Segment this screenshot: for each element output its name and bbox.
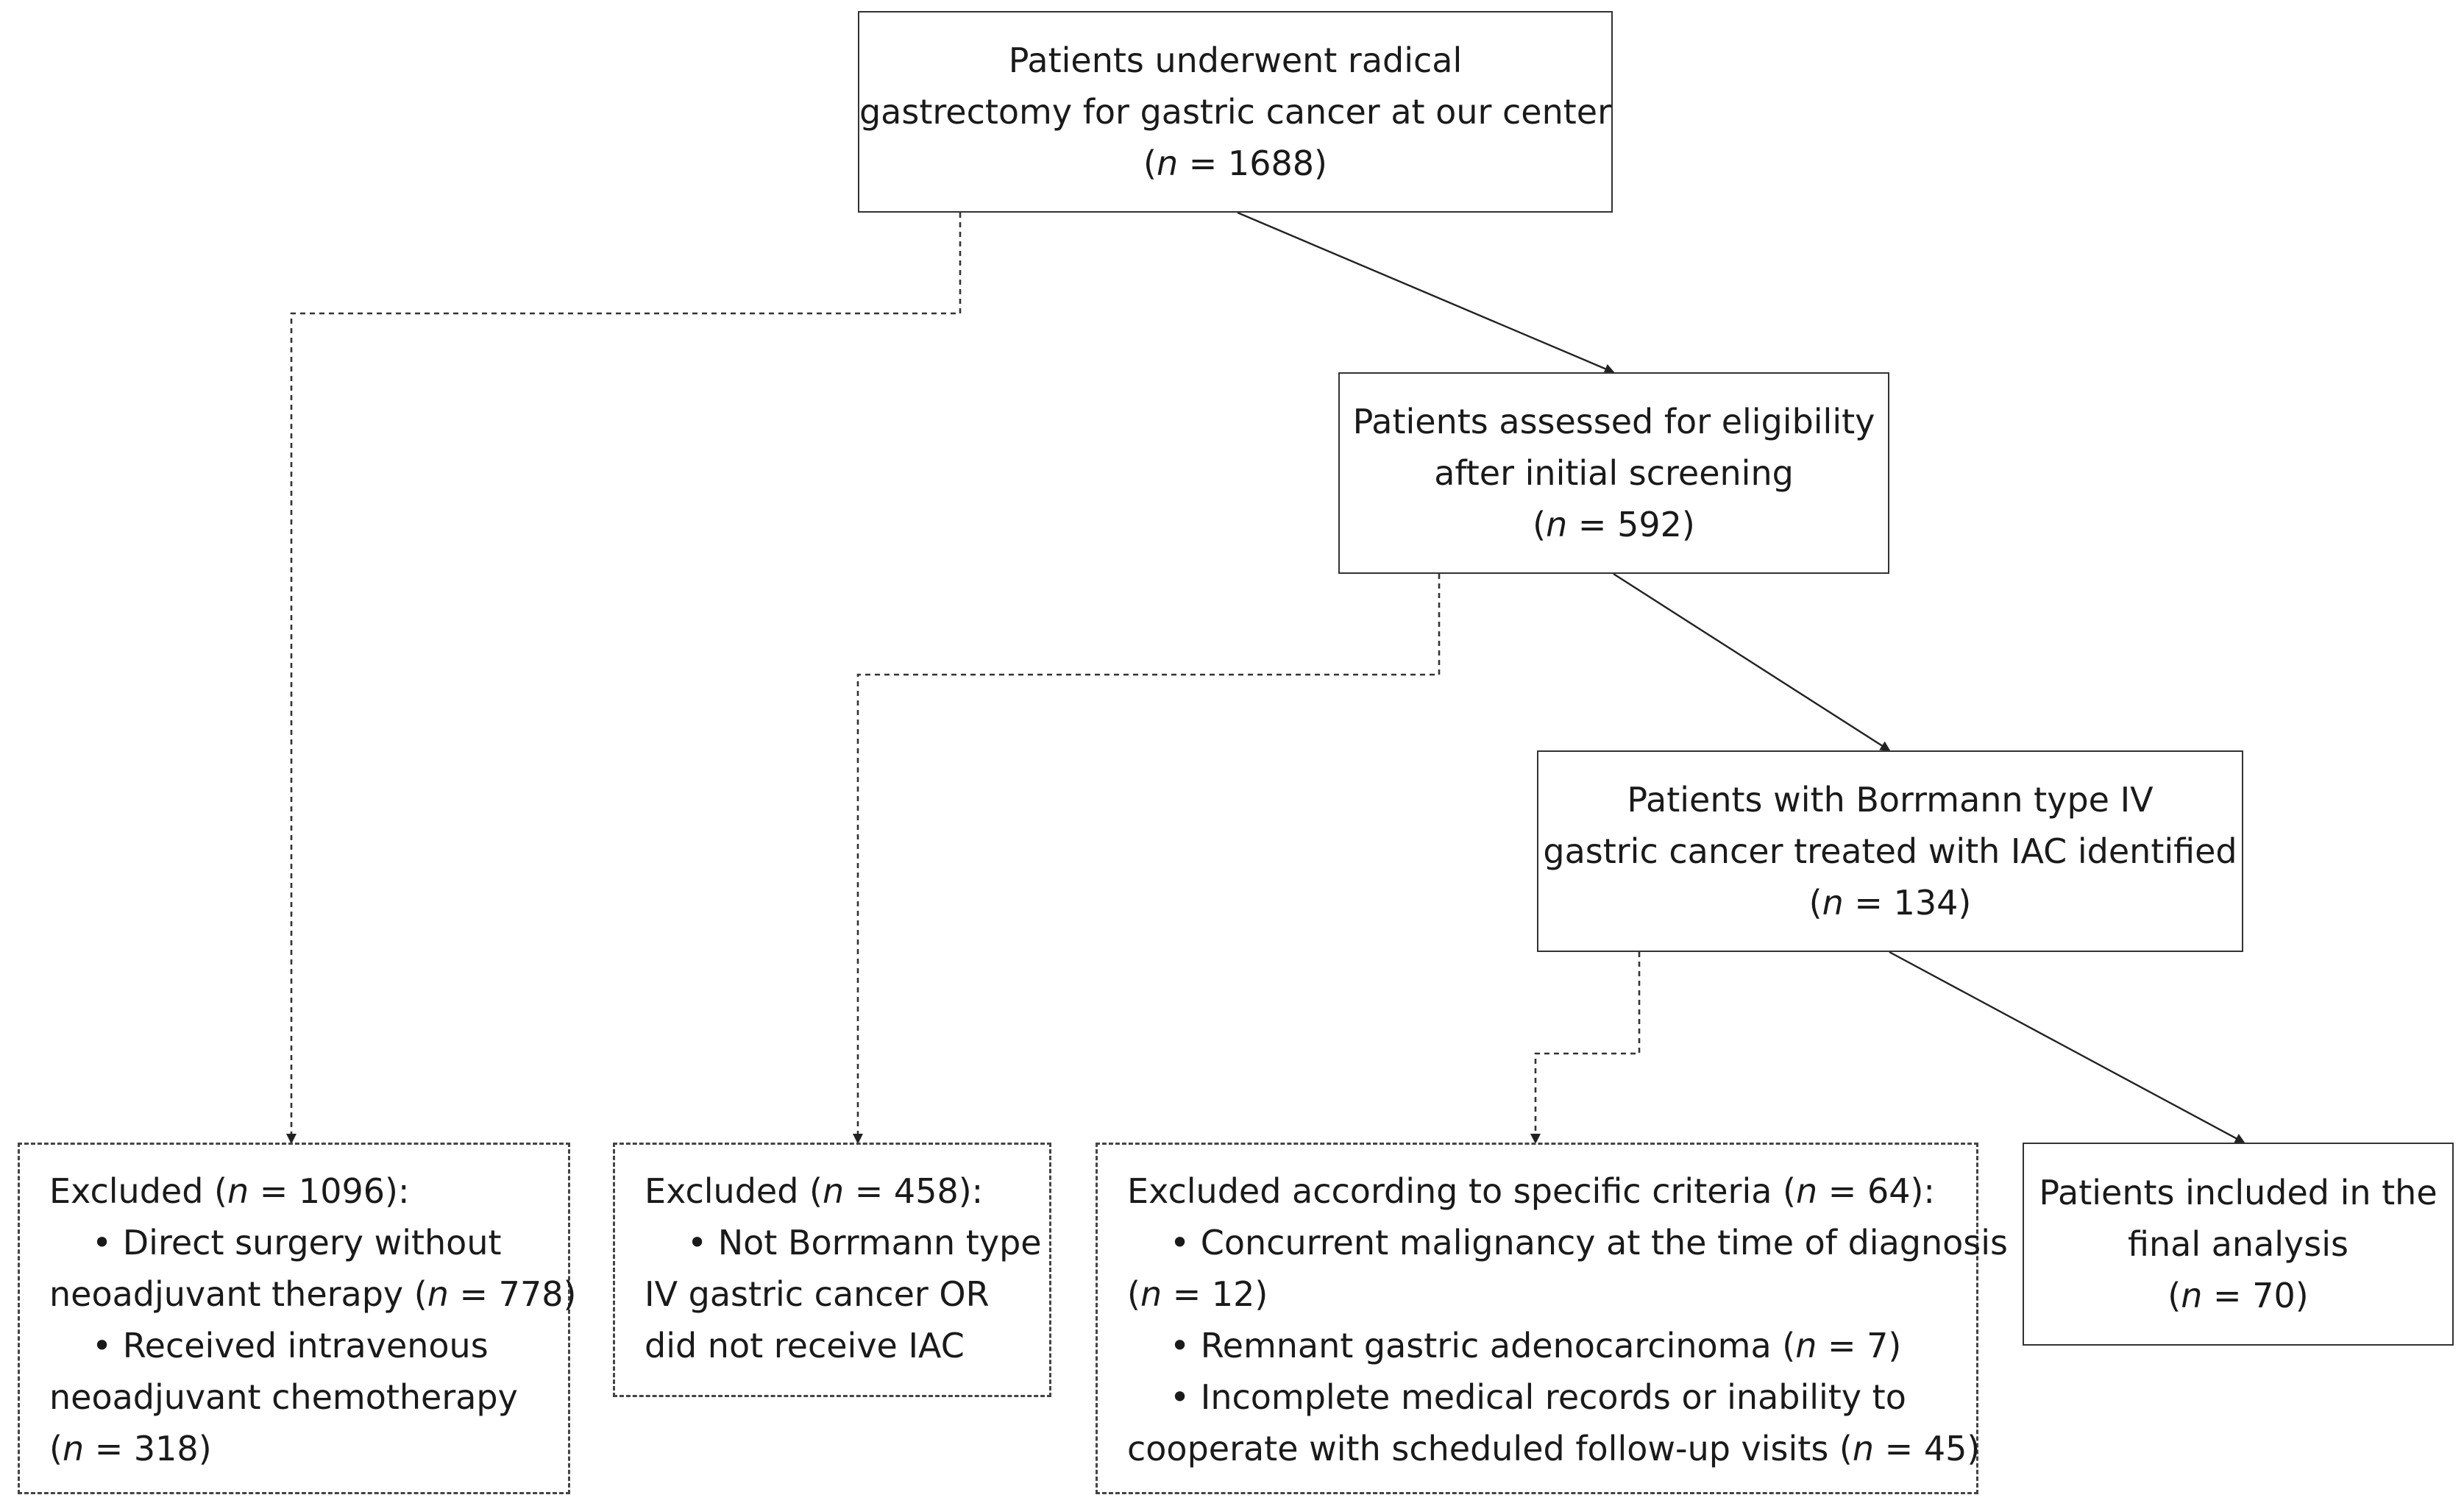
box-excluded-1096: Excluded (n = 1096): • Direct surgery wi…	[18, 1143, 577, 1494]
exclusion-bullet: • Direct surgery without	[92, 1223, 502, 1262]
dotted-arrow-to-excluded-1	[286, 213, 962, 1144]
box-final-analysis: Patients included in the final analysis …	[2023, 1143, 2454, 1346]
box-line: Patients underwent radical	[1008, 40, 1463, 80]
dotted-arrow-to-excluded-2	[853, 574, 1441, 1144]
exclusion-heading: Excluded (n = 1096):	[49, 1171, 410, 1211]
exclusion-bullet: • Concurrent malignancy at the time of d…	[1170, 1223, 2008, 1262]
count-text: (n = 592)	[1533, 505, 1695, 544]
exclusion-bullet-cont: cooperate with scheduled follow-up visit…	[1127, 1429, 1981, 1468]
box-line: final analysis	[2128, 1224, 2348, 1264]
exclusion-bullet: • Remnant gastric adenocarcinoma (n = 7)	[1170, 1326, 1902, 1365]
count-text: (n = 70)	[2167, 1276, 2309, 1315]
exclusion-count: (n = 12)	[1127, 1274, 1268, 1314]
box-line: gastric cancer treated with IAC identifi…	[1543, 831, 2237, 871]
box-patients-underwent-gastrectomy: Patients underwent radical gastrectomy f…	[858, 11, 1613, 213]
box-assessed-for-eligibility: Patients assessed for eligibility after …	[1338, 372, 1889, 574]
exclusion-bullet: • Not Borrmann type	[687, 1223, 1042, 1262]
exclusion-count: (n = 318)	[49, 1429, 212, 1468]
dotted-arrow-to-excluded-3	[1530, 952, 1641, 1144]
arrow-eligibility-to-borrmann	[1613, 572, 1891, 752]
exclusion-bullet-cont: IV gastric cancer OR	[645, 1274, 990, 1314]
box-line: Patients with Borrmann type IV	[1627, 780, 2154, 820]
count-text: (n = 1688)	[1143, 143, 1327, 183]
exclusion-bullet-cont: neoadjuvant chemotherapy	[49, 1377, 518, 1417]
box-excluded-458: Excluded (n = 458): • Not Borrmann type …	[613, 1143, 1051, 1397]
count-text: (n = 134)	[1808, 883, 1972, 923]
box-line: Patients assessed for eligibility	[1352, 402, 1875, 441]
arrow-borrmann-to-final	[1889, 951, 2245, 1144]
exclusion-heading: Excluded (n = 458):	[645, 1171, 984, 1211]
exclusion-bullet-cont: did not receive IAC	[645, 1326, 965, 1365]
box-line: after initial screening	[1434, 453, 1794, 493]
exclusion-heading: Excluded according to specific criteria …	[1127, 1171, 1935, 1211]
box-line: Patients included in the	[2039, 1173, 2438, 1212]
box-excluded-specific-criteria: Excluded according to specific criteria …	[1096, 1143, 2008, 1494]
arrow-start-to-eligibility	[1237, 211, 1615, 374]
box-borrmann-type-iv: Patients with Borrmann type IV gastric c…	[1537, 750, 2243, 952]
exclusion-bullet: • Incomplete medical records or inabilit…	[1170, 1377, 1906, 1417]
exclusion-bullet: • Received intravenous	[92, 1326, 489, 1365]
box-line: gastrectomy for gastric cancer at our ce…	[859, 92, 1612, 132]
exclusion-bullet-cont: neoadjuvant therapy (n = 778)	[49, 1274, 577, 1314]
